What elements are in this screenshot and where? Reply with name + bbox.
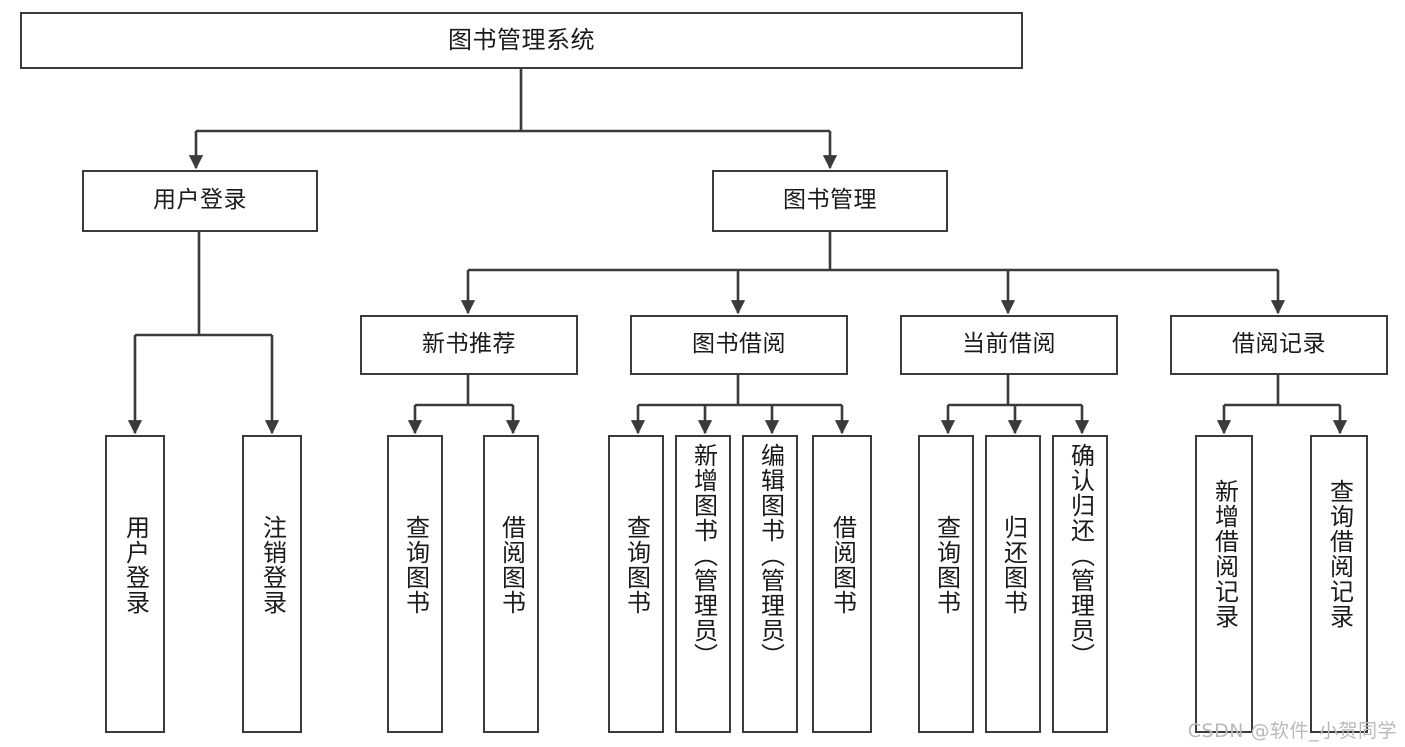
node-label: 用户登录 <box>121 515 150 615</box>
node-label: 新书推荐 <box>422 331 516 358</box>
node-label: 新增借阅记录 <box>1210 479 1239 629</box>
node-label: 确认归还（管理员） <box>1066 443 1095 668</box>
node-label: 当前借阅 <box>962 331 1056 358</box>
node-label: 查询图书 <box>401 515 430 615</box>
node-book-borrow[interactable]: 图书借阅 <box>630 315 848 375</box>
node-label: 借阅图书 <box>828 515 857 615</box>
node-label: 新增图书（管理员） <box>689 443 718 668</box>
leaf-user-login[interactable]: 用户登录 <box>105 435 165 733</box>
node-user-login[interactable]: 用户登录 <box>82 170 318 232</box>
node-label: 归还图书 <box>999 515 1028 615</box>
node-book-management[interactable]: 图书管理 <box>712 170 948 232</box>
node-label: 查询图书 <box>622 515 651 615</box>
node-label: 图书管理 <box>783 187 877 214</box>
leaf-return-book[interactable]: 归还图书 <box>985 435 1041 733</box>
leaf-query-book-recommend[interactable]: 查询图书 <box>387 435 443 733</box>
leaf-query-book-borrow[interactable]: 查询图书 <box>608 435 664 733</box>
csdn-watermark: CSDN @软件_小贺同学 <box>1187 720 1397 742</box>
leaf-query-book-current[interactable]: 查询图书 <box>918 435 974 733</box>
node-label: 图书管理系统 <box>448 26 595 55</box>
node-label: 查询借阅记录 <box>1325 479 1354 629</box>
node-label: 借阅记录 <box>1232 331 1326 358</box>
node-label: 注销登录 <box>258 515 287 615</box>
node-label: 图书借阅 <box>692 331 786 358</box>
leaf-borrow-book[interactable]: 借阅图书 <box>812 435 872 733</box>
node-label: 编辑图书（管理员） <box>756 443 785 668</box>
node-new-book-recommend[interactable]: 新书推荐 <box>360 315 578 375</box>
node-label: 用户登录 <box>153 187 247 214</box>
node-label: 查询图书 <box>932 515 961 615</box>
node-label: 借阅图书 <box>497 515 526 615</box>
leaf-add-borrow-record[interactable]: 新增借阅记录 <box>1195 435 1253 733</box>
leaf-edit-book-admin[interactable]: 编辑图书（管理员） <box>742 435 798 733</box>
leaf-logout[interactable]: 注销登录 <box>242 435 302 733</box>
node-root-book-management-system[interactable]: 图书管理系统 <box>20 12 1023 69</box>
node-current-borrow[interactable]: 当前借阅 <box>900 315 1118 375</box>
leaf-query-borrow-record[interactable]: 查询借阅记录 <box>1310 435 1368 733</box>
leaf-borrow-book-recommend[interactable]: 借阅图书 <box>483 435 539 733</box>
leaf-add-book-admin[interactable]: 新增图书（管理员） <box>675 435 731 733</box>
leaf-confirm-return-admin[interactable]: 确认归还（管理员） <box>1052 435 1108 733</box>
node-borrow-record[interactable]: 借阅记录 <box>1170 315 1388 375</box>
